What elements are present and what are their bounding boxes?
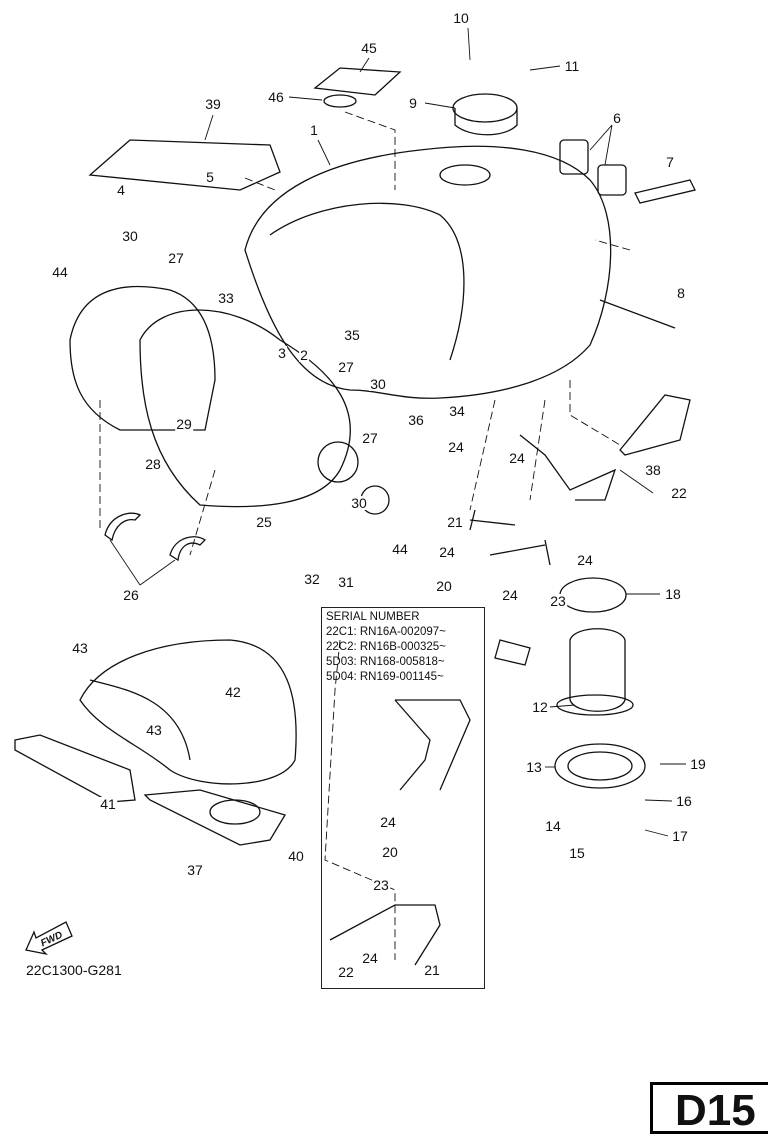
callout-16: 16 (675, 793, 693, 809)
callout-24: 24 (447, 439, 465, 455)
callout-46: 46 (267, 89, 285, 105)
callout-30: 30 (121, 228, 139, 244)
callout-21: 21 (446, 514, 464, 530)
panel-41 (14, 734, 136, 803)
callout-43: 43 (145, 722, 163, 738)
callout-30: 30 (350, 495, 368, 511)
callout-7: 7 (665, 154, 675, 170)
callout-15: 15 (568, 845, 586, 861)
callout-27: 27 (337, 359, 355, 375)
callout-26: 26 (122, 587, 140, 603)
callout-34: 34 (448, 403, 466, 419)
callout-4: 4 (116, 182, 126, 198)
callout-44: 44 (51, 264, 69, 280)
hose-21 (469, 509, 516, 531)
callout-24: 24 (438, 544, 456, 560)
callout-22: 22 (670, 485, 688, 501)
callout-3: 3 (277, 345, 287, 361)
callout-8: 8 (676, 285, 686, 301)
callout-29: 29 (175, 416, 193, 432)
diagram-code: 22C1300-G281 (26, 962, 122, 978)
callout-6: 6 (612, 110, 622, 126)
callout-20: 20 (381, 844, 399, 860)
callout-22: 22 (337, 964, 355, 980)
callout-9: 9 (408, 95, 418, 111)
gasket (559, 577, 627, 613)
fuel-tank (244, 145, 612, 399)
callout-44: 44 (391, 541, 409, 557)
callout-20: 20 (435, 578, 453, 594)
callout-30: 30 (369, 376, 387, 392)
callout-13: 13 (525, 759, 543, 775)
callout-27: 27 (167, 250, 185, 266)
pad-38 (619, 394, 691, 456)
serial-row: 5D03: RN168-005818~ (326, 656, 445, 668)
callout-24: 24 (379, 814, 397, 830)
page-id: D15 (650, 1082, 768, 1135)
fuel-pump (569, 628, 626, 712)
fwd-arrow-icon: FWD (25, 921, 73, 956)
callout-36: 36 (407, 412, 425, 428)
serial-row: 22C2: RN16B-000325~ (326, 641, 446, 653)
callout-24: 24 (501, 587, 519, 603)
callout-38: 38 (644, 462, 662, 478)
tank-lower (79, 639, 297, 785)
callout-24: 24 (361, 950, 379, 966)
callout-10: 10 (452, 10, 470, 26)
callout-33: 33 (217, 290, 235, 306)
callout-24: 24 (508, 450, 526, 466)
callout-12: 12 (531, 699, 549, 715)
callout-39: 39 (204, 96, 222, 112)
callout-23: 23 (549, 593, 567, 609)
callout-23: 23 (372, 877, 390, 893)
callout-42: 42 (224, 684, 242, 700)
serial-number-box: SERIAL NUMBER 22C1: RN16A-002097~ 22C2: … (321, 607, 485, 989)
callout-24: 24 (576, 552, 594, 568)
callout-18: 18 (664, 586, 682, 602)
callout-45: 45 (360, 40, 378, 56)
pad (88, 139, 281, 191)
fwd-label: FWD (39, 930, 64, 950)
fuel-cap (452, 93, 518, 123)
callout-25: 25 (255, 514, 273, 530)
callout-21: 21 (423, 962, 441, 978)
callout-5: 5 (205, 169, 215, 185)
pump-plate (554, 743, 646, 789)
callout-37: 37 (186, 862, 204, 878)
hose-22 (519, 434, 617, 501)
callout-14: 14 (544, 818, 562, 834)
serial-row: 22C1: RN16A-002097~ (326, 626, 446, 638)
callout-19: 19 (689, 756, 707, 772)
callout-17: 17 (671, 828, 689, 844)
callout-28: 28 (144, 456, 162, 472)
serial-number-title: SERIAL NUMBER (326, 611, 420, 623)
callout-43: 43 (71, 640, 89, 656)
front-cover (139, 309, 351, 508)
callout-2: 2 (299, 347, 309, 363)
callout-31: 31 (337, 574, 355, 590)
callout-11: 11 (563, 58, 581, 74)
callout-35: 35 (343, 327, 361, 343)
side-cover (69, 285, 216, 431)
callout-40: 40 (287, 848, 305, 864)
serial-row: 5D04: RN169-001145~ (326, 671, 444, 683)
callout-27: 27 (361, 430, 379, 446)
callout-41: 41 (99, 796, 117, 812)
callout-32: 32 (303, 571, 321, 587)
panel-37 (143, 789, 286, 846)
callout-1: 1 (309, 122, 319, 138)
